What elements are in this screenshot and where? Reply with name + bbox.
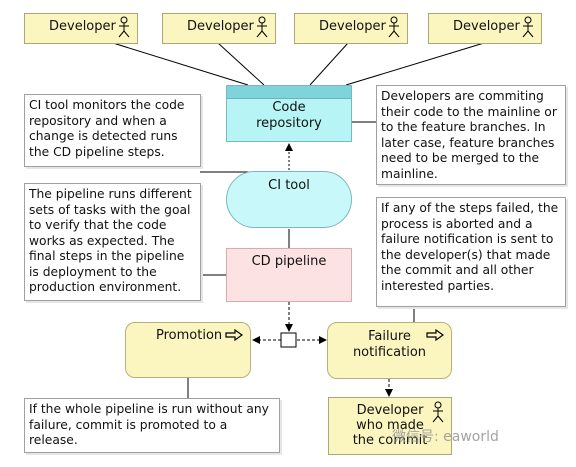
code-repository-box[interactable]: Code repository <box>226 85 352 142</box>
failure-label-line2: notification <box>352 345 427 360</box>
repository-title-line2: repository <box>256 116 322 131</box>
note-line: Developers are commiting <box>381 89 544 103</box>
note-line: change is detected runs <box>29 129 178 143</box>
note-line: If any of the steps failed, the <box>381 201 559 215</box>
actor-icon <box>388 16 400 38</box>
process-arrow-icon <box>426 329 444 341</box>
note-line: is deployment to the <box>29 264 157 279</box>
note-pipeline: The pipeline runs different sets of task… <box>24 183 201 301</box>
commit-developer-box[interactable]: Developer who made the commit <box>328 397 452 455</box>
dev4-to-repo-line <box>345 42 485 86</box>
note-line: production environment. <box>29 280 182 294</box>
process-arrow-icon <box>225 329 243 341</box>
cd-pipeline-label: CD pipeline <box>251 254 327 269</box>
developer-box-4[interactable]: Developer <box>428 13 542 44</box>
repository-header-band <box>227 86 351 99</box>
developer-label: Developer <box>319 19 386 34</box>
developer-box-3[interactable]: Developer <box>294 13 408 44</box>
note-line: If the whole pipeline is run without any <box>29 402 269 416</box>
note-failure: If any of the steps failed, the process … <box>376 197 566 307</box>
actor-icon <box>432 401 444 423</box>
ci-tool-node[interactable]: CI tool <box>226 171 352 228</box>
note-line: CI tool monitors the code <box>29 98 185 112</box>
note-line: repository and when a <box>29 113 167 128</box>
developer-box-1[interactable]: Developer <box>24 13 138 44</box>
note-line: mainline. <box>381 166 438 181</box>
failure-notification-box[interactable]: Failure notification <box>327 322 452 379</box>
note-line: to the feature branches. In <box>381 120 546 134</box>
note-line: the developer(s) that made <box>381 247 551 262</box>
wechat-watermark: 微信号: eaworld <box>392 429 499 445</box>
developer-label: Developer <box>49 19 116 34</box>
failure-label-line1: Failure <box>368 329 411 344</box>
note-line: process is aborted and a <box>381 216 533 231</box>
note-line: the commit and all other <box>381 263 534 277</box>
decision-node <box>280 332 297 348</box>
note-promotion: If the whole pipeline is run without any… <box>24 398 280 453</box>
note-line: The pipeline runs different <box>29 187 192 201</box>
promotion-box[interactable]: Promotion <box>125 322 251 378</box>
note-line: sets of tasks with the goal <box>29 202 191 217</box>
note-line: later case, feature branches <box>381 135 555 150</box>
repository-title-line1: Code <box>272 100 306 115</box>
developer-box-2[interactable]: Developer <box>162 13 276 44</box>
developer-label: Developer <box>187 19 254 34</box>
note-line: failure notification is sent to <box>381 232 554 246</box>
note-line: the CD pipeline steps. <box>29 144 165 159</box>
actor-icon <box>256 16 268 38</box>
dev1-to-repo-line <box>112 42 249 86</box>
dev2-to-repo-line <box>217 42 265 86</box>
commit-developer-line3: the commit <box>352 433 428 448</box>
ci-tool-label: CI tool <box>268 178 310 193</box>
actor-icon <box>118 16 130 38</box>
commit-developer-line2: who made <box>356 418 424 433</box>
commit-developer-line1: Developer <box>356 403 424 418</box>
developer-label: Developer <box>453 19 520 34</box>
note-line: release. <box>29 433 78 447</box>
note-line: interested parties. <box>381 278 494 293</box>
promotion-label: Promotion <box>156 328 223 343</box>
dev3-to-repo-line <box>309 42 349 86</box>
actor-icon <box>522 16 534 38</box>
note-line: final steps in the pipeline <box>29 249 185 263</box>
note-ci-monitor: CI tool monitors the code repository and… <box>24 94 201 167</box>
note-line: failure, commit is promoted to a <box>29 417 228 432</box>
cd-pipeline-box[interactable]: CD pipeline <box>226 248 352 302</box>
note-line: to verify that the code <box>29 218 167 232</box>
note-line: works as expected. The <box>29 233 175 248</box>
note-line: their code to the mainline or <box>381 104 557 119</box>
note-line: need to be merged to the <box>381 151 540 165</box>
note-committing: Developers are commiting their code to t… <box>376 85 566 185</box>
